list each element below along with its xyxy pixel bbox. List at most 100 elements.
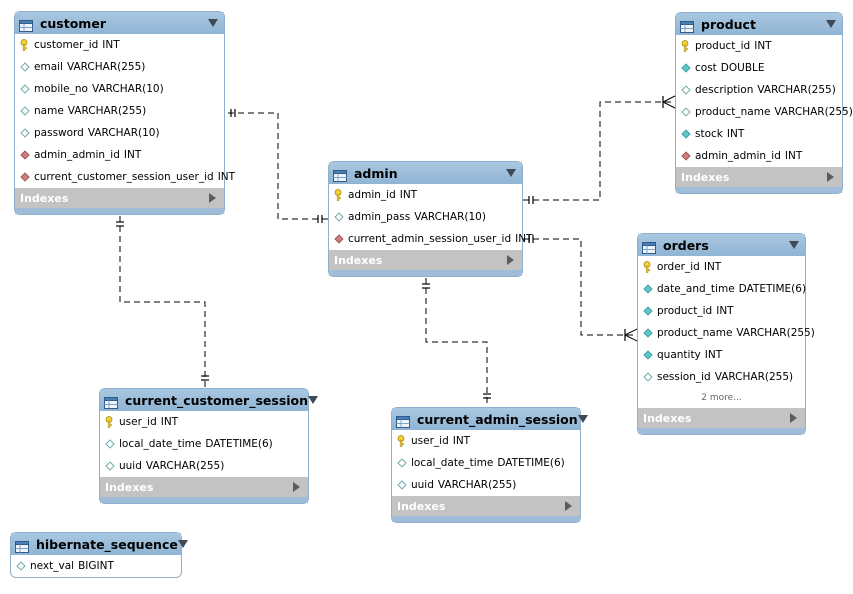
column-row[interactable]: user_id INT	[100, 411, 308, 433]
column-row[interactable]: current_admin_session_user_id INT	[329, 228, 533, 250]
table-orders[interactable]: orders order_id INT date_and_time DATETI…	[637, 233, 815, 435]
table-header[interactable]: current_admin_session	[392, 408, 588, 430]
column-row[interactable]: local_date_time DATETIME(6)	[100, 433, 308, 455]
table-admin[interactable]: admin admin_id INT admin_pass VARCHAR(10…	[328, 161, 533, 277]
column-type: VARCHAR(255)	[736, 327, 815, 339]
indexes-section[interactable]: Indexes	[676, 167, 842, 187]
filled-diamond-icon	[642, 327, 654, 339]
table-footer	[392, 516, 580, 522]
column-name: quantity	[657, 349, 701, 361]
column-row[interactable]: admin_id INT	[329, 184, 522, 206]
indexes-label: Indexes	[397, 499, 446, 513]
expand-arrow-icon[interactable]	[827, 172, 834, 182]
dropdown-arrow-icon[interactable]	[826, 20, 836, 28]
expand-arrow-icon[interactable]	[790, 413, 797, 423]
column-type: BIGINT	[78, 560, 114, 572]
column-type: VARCHAR(255)	[757, 84, 836, 96]
column-row[interactable]: password VARCHAR(10)	[15, 122, 224, 144]
column-row[interactable]: product_name VARCHAR(255)	[638, 322, 815, 344]
column-type: VARCHAR(10)	[87, 127, 160, 139]
column-name: local_date_time	[411, 457, 494, 469]
column-type: VARCHAR(10)	[91, 83, 164, 95]
dropdown-arrow-icon[interactable]	[506, 169, 516, 177]
column-row[interactable]: description VARCHAR(255)	[676, 79, 842, 101]
column-name: admin_pass	[348, 211, 411, 223]
column-row[interactable]: next_val BIGINT	[11, 555, 181, 577]
hollow-diamond-icon	[15, 560, 27, 572]
column-type: INT	[399, 189, 418, 201]
dropdown-arrow-icon[interactable]	[208, 19, 218, 27]
column-row[interactable]: date_and_time DATETIME(6)	[638, 278, 806, 300]
column-row[interactable]: current_customer_session_user_id INT	[15, 166, 235, 188]
indexes-section[interactable]: Indexes	[15, 188, 224, 208]
dropdown-arrow-icon[interactable]	[789, 241, 799, 249]
table-title: orders	[663, 237, 709, 253]
column-row[interactable]: user_id INT	[392, 430, 580, 452]
column-name: email	[34, 61, 63, 73]
table-icon	[642, 239, 656, 254]
indexes-section[interactable]: Indexes	[100, 477, 308, 497]
table-header[interactable]: admin	[329, 162, 522, 184]
column-type: INT	[123, 149, 142, 161]
column-row[interactable]: product_id INT	[638, 300, 805, 322]
table-header[interactable]: product	[676, 13, 842, 35]
column-name: admin_id	[348, 189, 396, 201]
dropdown-arrow-icon[interactable]	[308, 396, 319, 404]
table-header[interactable]: hibernate_sequence	[11, 533, 188, 555]
expand-arrow-icon[interactable]	[507, 255, 514, 265]
connector-line	[425, 278, 488, 407]
column-row[interactable]: product_id INT	[676, 35, 842, 57]
hollow-diamond-icon	[19, 127, 31, 139]
column-type: DATETIME(6)	[497, 457, 565, 469]
dropdown-arrow-icon[interactable]	[577, 415, 588, 423]
column-row[interactable]: admin_admin_id INT	[676, 145, 842, 167]
column-row[interactable]: product_name VARCHAR(255)	[676, 101, 853, 123]
table-customer[interactable]: customer customer_id INT email VARCHAR(2…	[14, 11, 235, 215]
column-row[interactable]: quantity INT	[638, 344, 805, 366]
hollow-diamond-icon	[104, 460, 116, 472]
dropdown-arrow-icon[interactable]	[177, 540, 188, 548]
column-row[interactable]: admin_admin_id INT	[15, 144, 224, 166]
column-name: mobile_no	[34, 83, 88, 95]
many-marker	[624, 328, 638, 342]
indexes-section[interactable]: Indexes	[638, 408, 805, 428]
column-row[interactable]: customer_id INT	[15, 34, 224, 56]
column-row[interactable]: uuid VARCHAR(255)	[392, 474, 580, 496]
table-header[interactable]: current_customer_session	[100, 389, 319, 411]
column-row[interactable]: cost DOUBLE	[676, 57, 842, 79]
expand-arrow-icon[interactable]	[565, 501, 572, 511]
column-row[interactable]: stock INT	[676, 123, 842, 145]
table-hibernate-sequence[interactable]: hibernate_sequence next_val BIGINT	[10, 532, 188, 578]
column-row[interactable]: name VARCHAR(255)	[15, 100, 224, 122]
key-icon	[104, 416, 116, 428]
table-footer	[329, 270, 522, 276]
more-columns-link[interactable]: 2 more...	[701, 393, 742, 403]
expand-arrow-icon[interactable]	[293, 482, 300, 492]
column-name: product_id	[657, 305, 713, 317]
hollow-diamond-icon	[104, 438, 116, 450]
column-name: description	[695, 84, 754, 96]
table-header[interactable]: orders	[638, 234, 805, 256]
expand-arrow-icon[interactable]	[209, 193, 216, 203]
indexes-section[interactable]: Indexes	[392, 496, 580, 516]
column-row[interactable]: email VARCHAR(255)	[15, 56, 224, 78]
connector-line	[225, 112, 328, 220]
column-row[interactable]: admin_pass VARCHAR(10)	[329, 206, 522, 228]
column-row[interactable]: mobile_no VARCHAR(10)	[15, 78, 224, 100]
table-product[interactable]: product product_id INT cost DOUBLE descr…	[675, 12, 853, 194]
relationship-admin-orders	[523, 235, 638, 342]
column-type: INT	[754, 40, 772, 52]
column-type: INT	[515, 233, 533, 245]
indexes-section[interactable]: Indexes	[329, 250, 522, 270]
table-footer	[100, 497, 308, 503]
column-row[interactable]: session_id VARCHAR(255)	[638, 366, 805, 388]
column-type: DATETIME(6)	[205, 438, 273, 450]
table-current-admin-session[interactable]: current_admin_session user_id INT local_…	[391, 407, 588, 523]
table-current-customer-session[interactable]: current_customer_session user_id INT loc…	[99, 388, 319, 504]
column-row[interactable]: order_id INT	[638, 256, 805, 278]
table-header[interactable]: customer	[15, 12, 224, 34]
key-icon	[396, 435, 408, 447]
column-row[interactable]: uuid VARCHAR(255)	[100, 455, 308, 477]
fk-diamond-icon	[333, 233, 345, 245]
column-row[interactable]: local_date_time DATETIME(6)	[392, 452, 580, 474]
